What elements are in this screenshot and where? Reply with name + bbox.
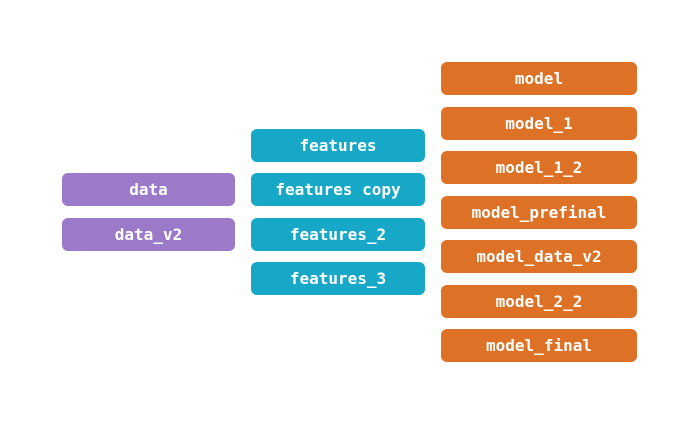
node-model-final: model_final — [441, 329, 637, 362]
node-model-1: model_1 — [441, 106, 637, 140]
node-features-2: features_2 — [251, 217, 425, 251]
node-model-prefinal: model_prefinal — [441, 195, 637, 229]
node-data: data — [62, 173, 235, 207]
node-features-copy: features copy — [251, 173, 425, 207]
column-features: features features copy features_2 featur… — [251, 128, 425, 296]
node-data-v2: data_v2 — [62, 217, 235, 251]
node-features: features — [251, 128, 425, 162]
node-model-data-v2: model_data_v2 — [441, 240, 637, 273]
node-model: model — [441, 62, 637, 95]
column-model: model model_1 model_1_2 model_prefinal m… — [441, 62, 637, 362]
node-model-1-2: model_1_2 — [441, 151, 637, 184]
node-model-2-2: model_2_2 — [441, 284, 637, 318]
column-data: data data_v2 — [62, 173, 235, 251]
node-features-3: features_3 — [251, 262, 425, 296]
